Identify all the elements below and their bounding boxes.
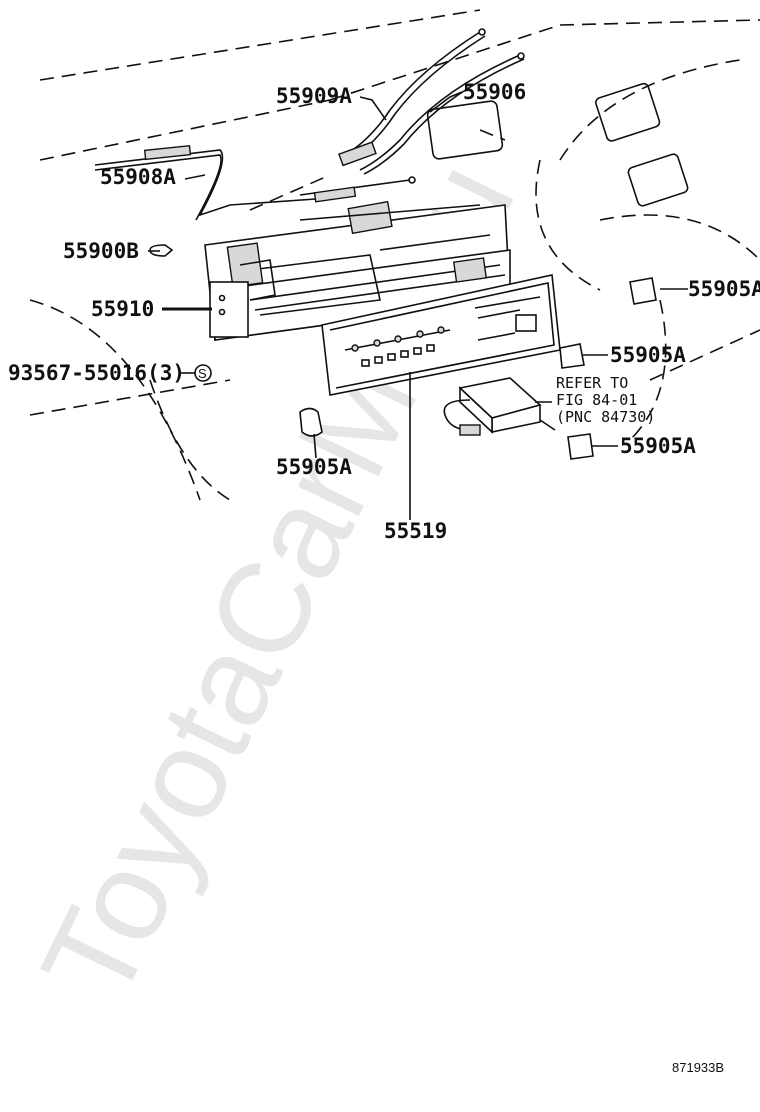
dashboard-outline	[29, 9, 760, 501]
control-cables	[94, 28, 525, 221]
callout-55908a: 55908A	[100, 165, 176, 189]
knob-55905a-left	[299, 407, 323, 437]
callout-55905a-low: 55905A	[620, 434, 696, 458]
callout-55906: 55906	[463, 80, 526, 104]
screw-symbol	[194, 364, 212, 382]
callout-55900b: 55900B	[63, 239, 139, 263]
reference-note-line-2: FIG 84-01	[556, 391, 637, 409]
knob-55905a-low	[567, 433, 594, 460]
callout-55905a-left: 55905A	[276, 455, 352, 479]
bulb-55900b	[149, 244, 174, 257]
reference-note: REFER TO FIG 84-01 (PNC 84730)	[556, 374, 655, 426]
heater-control-panel	[321, 274, 561, 396]
callout-55905a-mid: 55905A	[610, 343, 686, 367]
leader-lines	[148, 91, 688, 520]
reference-note-line-1: REFER TO	[556, 374, 628, 392]
blower-switch-assembly	[443, 377, 556, 436]
knob-55905a-mid	[559, 343, 585, 369]
knob-55905a-top	[629, 277, 657, 305]
callout-55910: 55910	[91, 297, 154, 321]
callout-55519: 55519	[384, 519, 447, 543]
callout-labels: 55909A 55906 55908A 55900B 55910 93567-5…	[8, 80, 760, 543]
callout-55905a-top: 55905A	[688, 277, 760, 301]
reference-note-line-3: (PNC 84730)	[556, 408, 655, 426]
callout-55909a: 55909A	[276, 84, 352, 108]
panel-buttons	[351, 326, 445, 367]
callout-93567-55016: 93567-55016(3)	[8, 361, 185, 385]
screw-symbol-letter: S	[198, 366, 207, 381]
figure-code: 871933B	[672, 1060, 724, 1075]
dashboard-vents	[426, 82, 689, 207]
